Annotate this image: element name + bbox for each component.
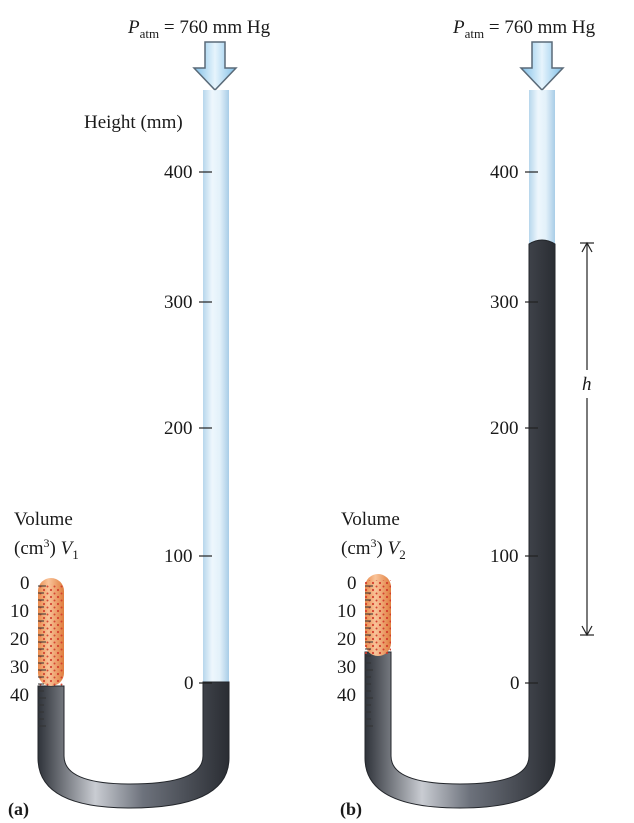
volume-tick-label: 30: [337, 657, 356, 678]
mercury-b: [364, 239, 556, 809]
panel-b: Patm = 760 mm Hg 400 300 200 100 0: [337, 17, 596, 820]
volume-tick-label: 30: [10, 657, 29, 678]
volume-tick-label: 10: [337, 601, 356, 622]
pressure-label-a: Patm = 760 mm Hg: [127, 17, 271, 41]
volume-axis-units-a: (cm3) V1: [14, 536, 79, 562]
height-tick-label: 300: [490, 292, 519, 313]
volume-axis-units-b: (cm3) V2: [341, 536, 406, 562]
height-ticks-a: 400 300 200 100 0: [164, 162, 212, 694]
volume-tick-label: 40: [337, 685, 356, 706]
volume-axis-title-b: Volume: [341, 509, 400, 530]
height-tick-label: 400: [490, 162, 519, 183]
volume-tick-label: 0: [347, 573, 357, 594]
volume-tick-label: 0: [20, 573, 30, 594]
open-tube-a: [203, 90, 229, 682]
height-tick-label: 200: [490, 418, 519, 439]
volume-tick-label: 40: [10, 685, 29, 706]
open-tube-b: [529, 90, 555, 245]
height-ticks-b: 400 300 200 100 0: [490, 162, 538, 694]
height-tick-label: 0: [184, 673, 194, 694]
volume-tick-label: 20: [337, 629, 356, 650]
pressure-label-b: Patm = 760 mm Hg: [452, 17, 596, 41]
panel-a: Patm = 760 mm Hg Height (mm) 400 300 200: [8, 17, 271, 820]
volume-ticks-a: 0 10 20 30 40: [10, 573, 30, 706]
height-axis-title: Height (mm): [84, 112, 183, 133]
height-tick-label: 400: [164, 162, 193, 183]
volume-scale-b: [365, 585, 373, 727]
height-tick-label: 300: [164, 292, 193, 313]
mercury-a: [37, 681, 230, 809]
h-label: h: [582, 374, 592, 395]
volume-scale-a: [38, 585, 46, 727]
panel-label-a: (a): [8, 799, 29, 820]
pressure-arrow-a: [192, 41, 238, 92]
volume-tick-label: 10: [10, 601, 29, 622]
pressure-arrow-b: [519, 41, 565, 92]
volume-axis-title-a: Volume: [14, 509, 73, 530]
volume-tick-label: 20: [10, 629, 29, 650]
height-difference-marker: [580, 241, 594, 637]
volume-ticks-b: 0 10 20 30 40: [337, 573, 357, 706]
height-tick-label: 100: [164, 546, 193, 567]
height-tick-label: 100: [490, 546, 519, 567]
panel-label-b: (b): [340, 799, 362, 820]
height-tick-label: 200: [164, 418, 193, 439]
height-tick-label: 0: [510, 673, 520, 694]
